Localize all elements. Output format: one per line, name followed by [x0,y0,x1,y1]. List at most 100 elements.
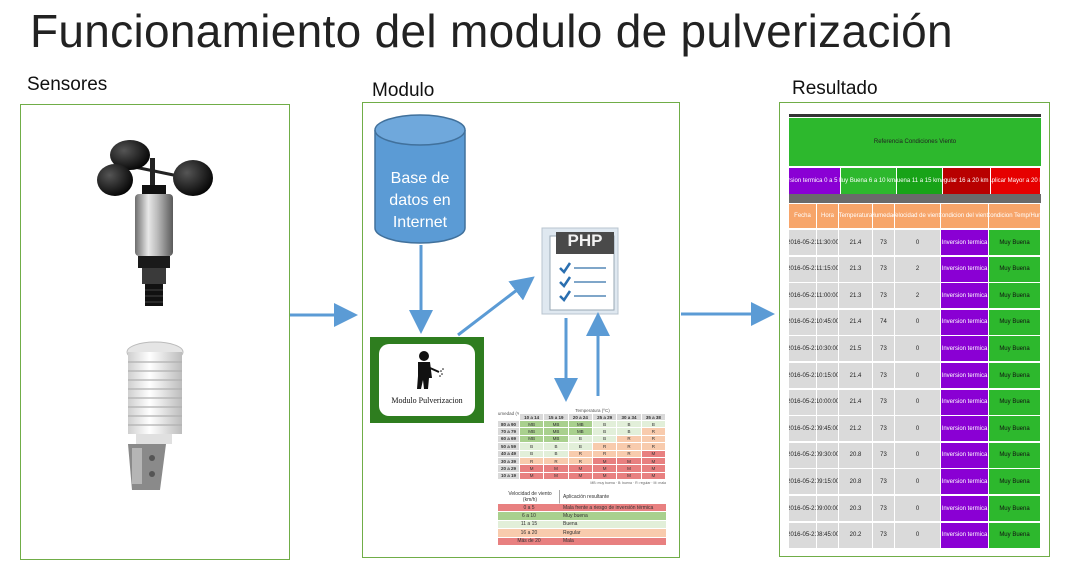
ref1-row-label: 40 a 49 [498,450,520,458]
ref1-cell: M [641,465,666,473]
ref1-cell: R [617,450,642,458]
result-header-cell: Humedad [873,204,895,228]
ref1-cell: M [544,472,569,481]
result-header-cell: Temperatura [839,204,873,228]
result-top-bar [789,114,1041,117]
result-cell: 21.4 [839,309,873,335]
ref1-col-header: 15 a 19 [544,414,569,421]
ref1-header: Temperatura (ºC) [520,407,666,414]
page-title: Funcionamiento del modulo de pulverizaci… [30,5,953,57]
result-cell: 73 [873,416,895,442]
spray-module: Modulo Pulverizacion [370,337,484,423]
ref1-cell: B [641,421,666,429]
ref1-col-header: 10 a 14 [520,414,545,421]
database-label: Base de datos en Internet [375,168,465,234]
ref1-cell: R [568,450,593,458]
result-cell: Muy Buena [989,283,1041,309]
ref1-cell: B [520,443,545,451]
result-header-row: FechaHoraTemperaturaHumedadVelocidad de … [789,204,1041,228]
spray-module-label: Modulo Pulverizacion [391,396,463,405]
result-title: Referencia Condiciones Viento [873,139,957,145]
legend-item: Inversion termica 0 a 5 km/h [789,168,841,194]
ref1-cell: M [593,465,618,473]
result-cell: Muy Buena [989,389,1041,415]
php-label: PHP [567,231,603,250]
ref1-cell: M [617,472,642,481]
ref2-cell: Buena [560,520,666,530]
result-cell: Muy Buena [989,416,1041,442]
ref1-col-header: 25 a 29 [593,414,618,421]
result-cell: 73 [873,283,895,309]
result-cell: 0 [895,336,941,362]
result-cell: Inversion termica [941,469,989,495]
ref1-cell: B [593,421,618,429]
php-document-icon [541,227,619,315]
result-cell: Inversion termica [941,522,989,548]
result-header-cell: Condicion del viento [941,204,989,228]
ref1-cell: MB [520,435,545,444]
result-cell: Inversion termica [941,309,989,335]
ref1-cell: MB [544,435,569,444]
result-cell: 2016-05-21 [789,389,817,415]
ref1-cell: MB [544,421,569,429]
result-cell: 2016-05-21 [789,283,817,309]
result-cell: 20.3 [839,496,873,521]
result-cell: 10:15:00 [817,363,839,388]
result-cell: 73 [873,496,895,521]
ref1-cell: R [617,435,642,444]
result-cell: Inversion termica [941,283,989,309]
result-cell: 2016-05-21 [789,363,817,388]
resultado-label: Resultado [792,78,878,99]
result-cell: Muy Buena [989,522,1041,548]
result-cell: 20.2 [839,522,873,548]
result-cell: 2016-05-21 [789,522,817,548]
ref2-cell: Mala [560,537,666,546]
result-cell: 09:30:00 [817,442,839,468]
ref1-cell: MB [520,421,545,429]
result-cell: 73 [873,469,895,495]
result-cell: 2016-05-21 [789,256,817,282]
result-cell: 0 [895,469,941,495]
ref1-cell: B [593,435,618,444]
ref1-cell: M [641,472,666,481]
legend-item: Muy Buena 6 a 10 km/h [841,168,897,194]
ref1-row-label: 20 a 29 [498,465,520,473]
ref1-cell: B [568,443,593,451]
legend-item: No Aplicar Mayor a 20 km/h [991,168,1041,194]
result-cell: 10:30:00 [817,336,839,362]
ref1-col-header: 30 a 34 [617,414,642,421]
ref1-cell: R [520,458,545,466]
ref1-cell: B [520,450,545,458]
result-cell: Inversion termica [941,230,989,255]
result-header-cell: Fecha [789,204,817,228]
result-cell: 0 [895,230,941,255]
ref1-cell: B [544,443,569,451]
wind-speed-table: Velocidad de viento (km/h)Aplicación res… [498,490,666,546]
ref1-cell: M [568,472,593,481]
ref1-cell: M [617,465,642,473]
result-cell: 21.3 [839,283,873,309]
result-cell: 21.4 [839,363,873,388]
result-cell: Inversion termica [941,496,989,521]
ref2-cell: 0 a 5 [498,504,560,513]
database-icon [374,114,466,244]
result-cell: 20.8 [839,469,873,495]
ref1-cell: B [617,421,642,429]
result-cell: 2016-05-21 [789,416,817,442]
result-cell: Muy Buena [989,363,1041,388]
result-header-cell: Condicion Temp/Hum [989,204,1041,228]
ref1-cell: M [617,458,642,466]
database-label-line: Internet [392,214,448,231]
result-cell: Inversion termica [941,336,989,362]
database-label-line: datos en [389,192,451,209]
result-cell: 08:45:00 [817,522,839,548]
result-cell: 73 [873,442,895,468]
